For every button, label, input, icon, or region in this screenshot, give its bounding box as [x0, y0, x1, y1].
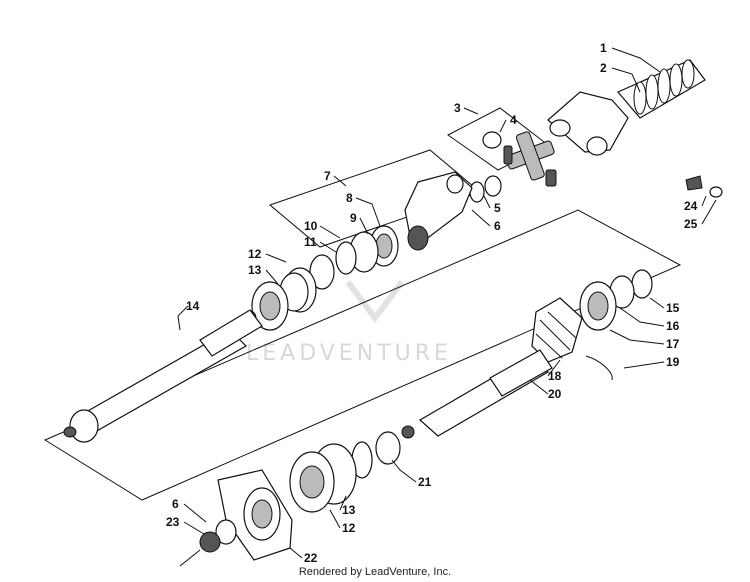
leader-lines: [177, 47, 717, 559]
callout-5: 5: [494, 201, 501, 215]
callout-17: 17: [666, 337, 680, 351]
callout-15: 15: [666, 301, 680, 315]
callout-24: 24: [684, 199, 698, 213]
bearing-stack-lower: [289, 431, 401, 513]
drive-shaft: [63, 309, 263, 443]
callout-25: 25: [684, 217, 698, 231]
watermark: LEADVENTURE: [246, 280, 452, 366]
callout-23: 23: [166, 515, 180, 529]
rear-yoke: [404, 171, 502, 251]
callout-21: 21: [418, 475, 432, 489]
bearing-stack-upper: [243, 225, 399, 331]
callout-20: 20: [548, 387, 562, 401]
callout-7: 7: [324, 169, 331, 183]
pinion-shaft: [401, 349, 553, 439]
callout-4: 4: [510, 113, 517, 127]
callout-1: 1: [600, 41, 607, 55]
callout-9: 9: [350, 211, 357, 225]
housing-flange: [179, 469, 293, 567]
callout-13b: 13: [342, 503, 356, 517]
callout-6b: 6: [172, 497, 179, 511]
callout-13a: 13: [248, 263, 262, 277]
callout-6: 6: [494, 219, 501, 233]
gear-and-rings: [531, 269, 653, 381]
callout-14: 14: [186, 299, 200, 313]
callout-22: 22: [304, 551, 318, 565]
callout-10: 10: [304, 219, 318, 233]
callout-18: 18: [548, 369, 562, 383]
front-yoke-boot: [547, 59, 706, 156]
callout-19: 19: [666, 355, 680, 369]
callout-16: 16: [666, 319, 680, 333]
driveshaft-frame: [43, 209, 682, 501]
callout-8: 8: [346, 191, 353, 205]
callout-12b: 12: [342, 521, 356, 535]
callout-2: 2: [600, 61, 607, 75]
footer-credit: Rendered by LeadVenture, Inc.: [298, 566, 452, 578]
callout-12a: 12: [248, 247, 262, 261]
callout-labels: 1 2 3 4 5 6 7 8 9 10 11 12 13 14 15 16 1…: [166, 41, 698, 565]
bolt-washer: [685, 175, 723, 198]
u-joint-cross: [482, 131, 557, 187]
callout-11: 11: [304, 235, 317, 249]
watermark-text: LEADVENTURE: [246, 341, 452, 366]
callout-3: 3: [454, 101, 461, 115]
